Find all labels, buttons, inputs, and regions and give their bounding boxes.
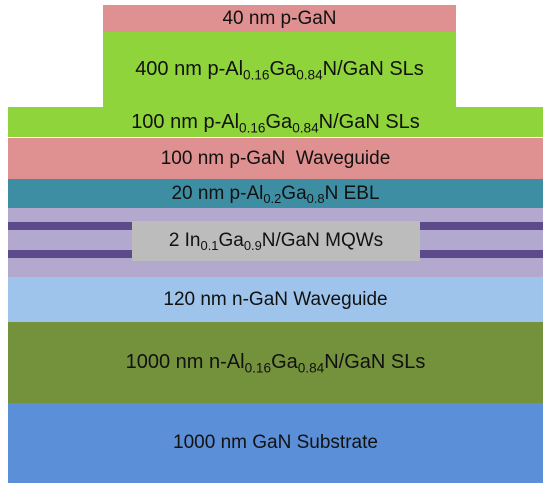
layer-p-algan-sls-400: 400 nm p-Al0.16Ga0.84N/GaN SLs — [103, 32, 456, 107]
layer-n-gan-waveguide: 120 nm n-GaN Waveguide — [8, 277, 543, 322]
layer-label: 100 nm p-Al0.16Ga0.84N/GaN SLs — [131, 110, 420, 135]
layer-algan-ebl: 20 nm p-Al0.2Ga0.8N EBL — [8, 179, 543, 208]
layer-label: 100 nm p-GaN Waveguide — [160, 147, 391, 169]
layer-label: 20 nm p-Al0.2Ga0.8N EBL — [171, 182, 380, 206]
layer-gan-substrate: 1000 nm GaN Substrate — [8, 403, 543, 483]
layer-label: 400 nm p-Al0.16Ga0.84N/GaN SLs — [135, 58, 424, 83]
layer-label: 120 nm n-GaN Waveguide — [163, 288, 388, 310]
layer-label: 2 In0.1Ga0.9N/GaN MQWs — [168, 230, 384, 254]
layer-label: 1000 nm n-Al0.16Ga0.84N/GaN SLs — [125, 351, 426, 376]
layer-n-algan-sls-1000: 1000 nm n-Al0.16Ga0.84N/GaN SLs — [8, 322, 543, 403]
mqw-label-box: 2 In0.1Ga0.9N/GaN MQWs — [132, 221, 420, 261]
layer-p-gan-cap: 40 nm p-GaN — [103, 5, 456, 32]
layer-label: 40 nm p-GaN — [222, 7, 337, 29]
layer-p-gan-waveguide: 100 nm p-GaN Waveguide — [8, 138, 543, 179]
layer-p-algan-sls-100: 100 nm p-Al0.16Ga0.84N/GaN SLs — [8, 107, 543, 137]
layer-label: 1000 nm GaN Substrate — [173, 432, 378, 453]
